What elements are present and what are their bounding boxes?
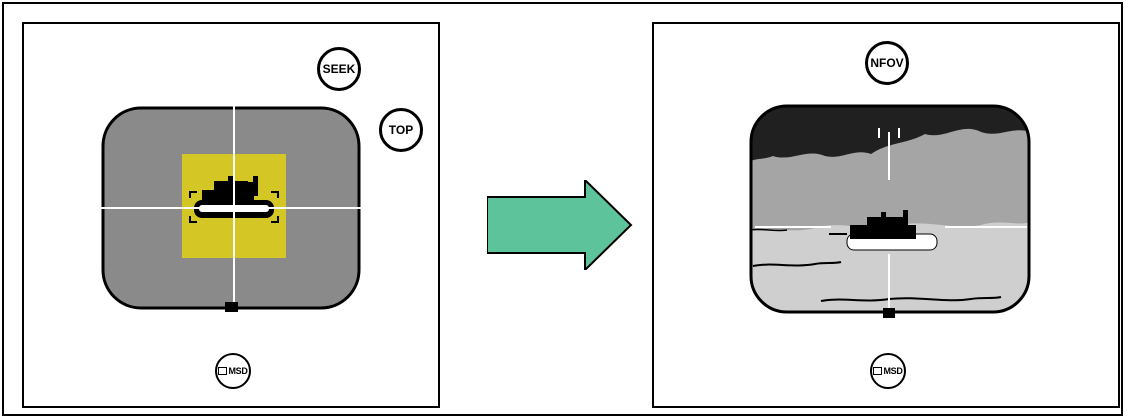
top-button-label: TOP xyxy=(389,123,413,137)
seeker-view-left xyxy=(101,106,361,312)
msd-button[interactable]: MSD xyxy=(215,353,251,389)
arrow-shape xyxy=(487,180,631,270)
msd-button-label: MSD xyxy=(228,366,247,376)
msd-button-right[interactable]: MSD xyxy=(870,353,906,389)
top-button[interactable]: TOP xyxy=(379,108,423,152)
reticle-marker-right xyxy=(883,308,895,318)
seek-button[interactable]: SEEK xyxy=(317,47,361,91)
nfov-button[interactable]: NFOV xyxy=(865,41,909,85)
reticle-marker xyxy=(225,302,238,312)
seek-button-label: SEEK xyxy=(323,62,356,76)
seeker-view-right xyxy=(749,104,1031,318)
msd-button-right-label: MSD xyxy=(883,366,902,376)
msd-box-icon xyxy=(218,367,227,375)
msd-button-content: MSD xyxy=(218,366,247,376)
seeker-panel-right: NFOV MSD xyxy=(652,22,1120,408)
seeker-panel-left: SEEK TOP MSD xyxy=(22,22,440,408)
nfov-button-label: NFOV xyxy=(870,56,903,70)
msd-button-right-content: MSD xyxy=(873,366,902,376)
transition-arrow xyxy=(487,180,633,270)
msd-box-icon xyxy=(873,367,882,375)
